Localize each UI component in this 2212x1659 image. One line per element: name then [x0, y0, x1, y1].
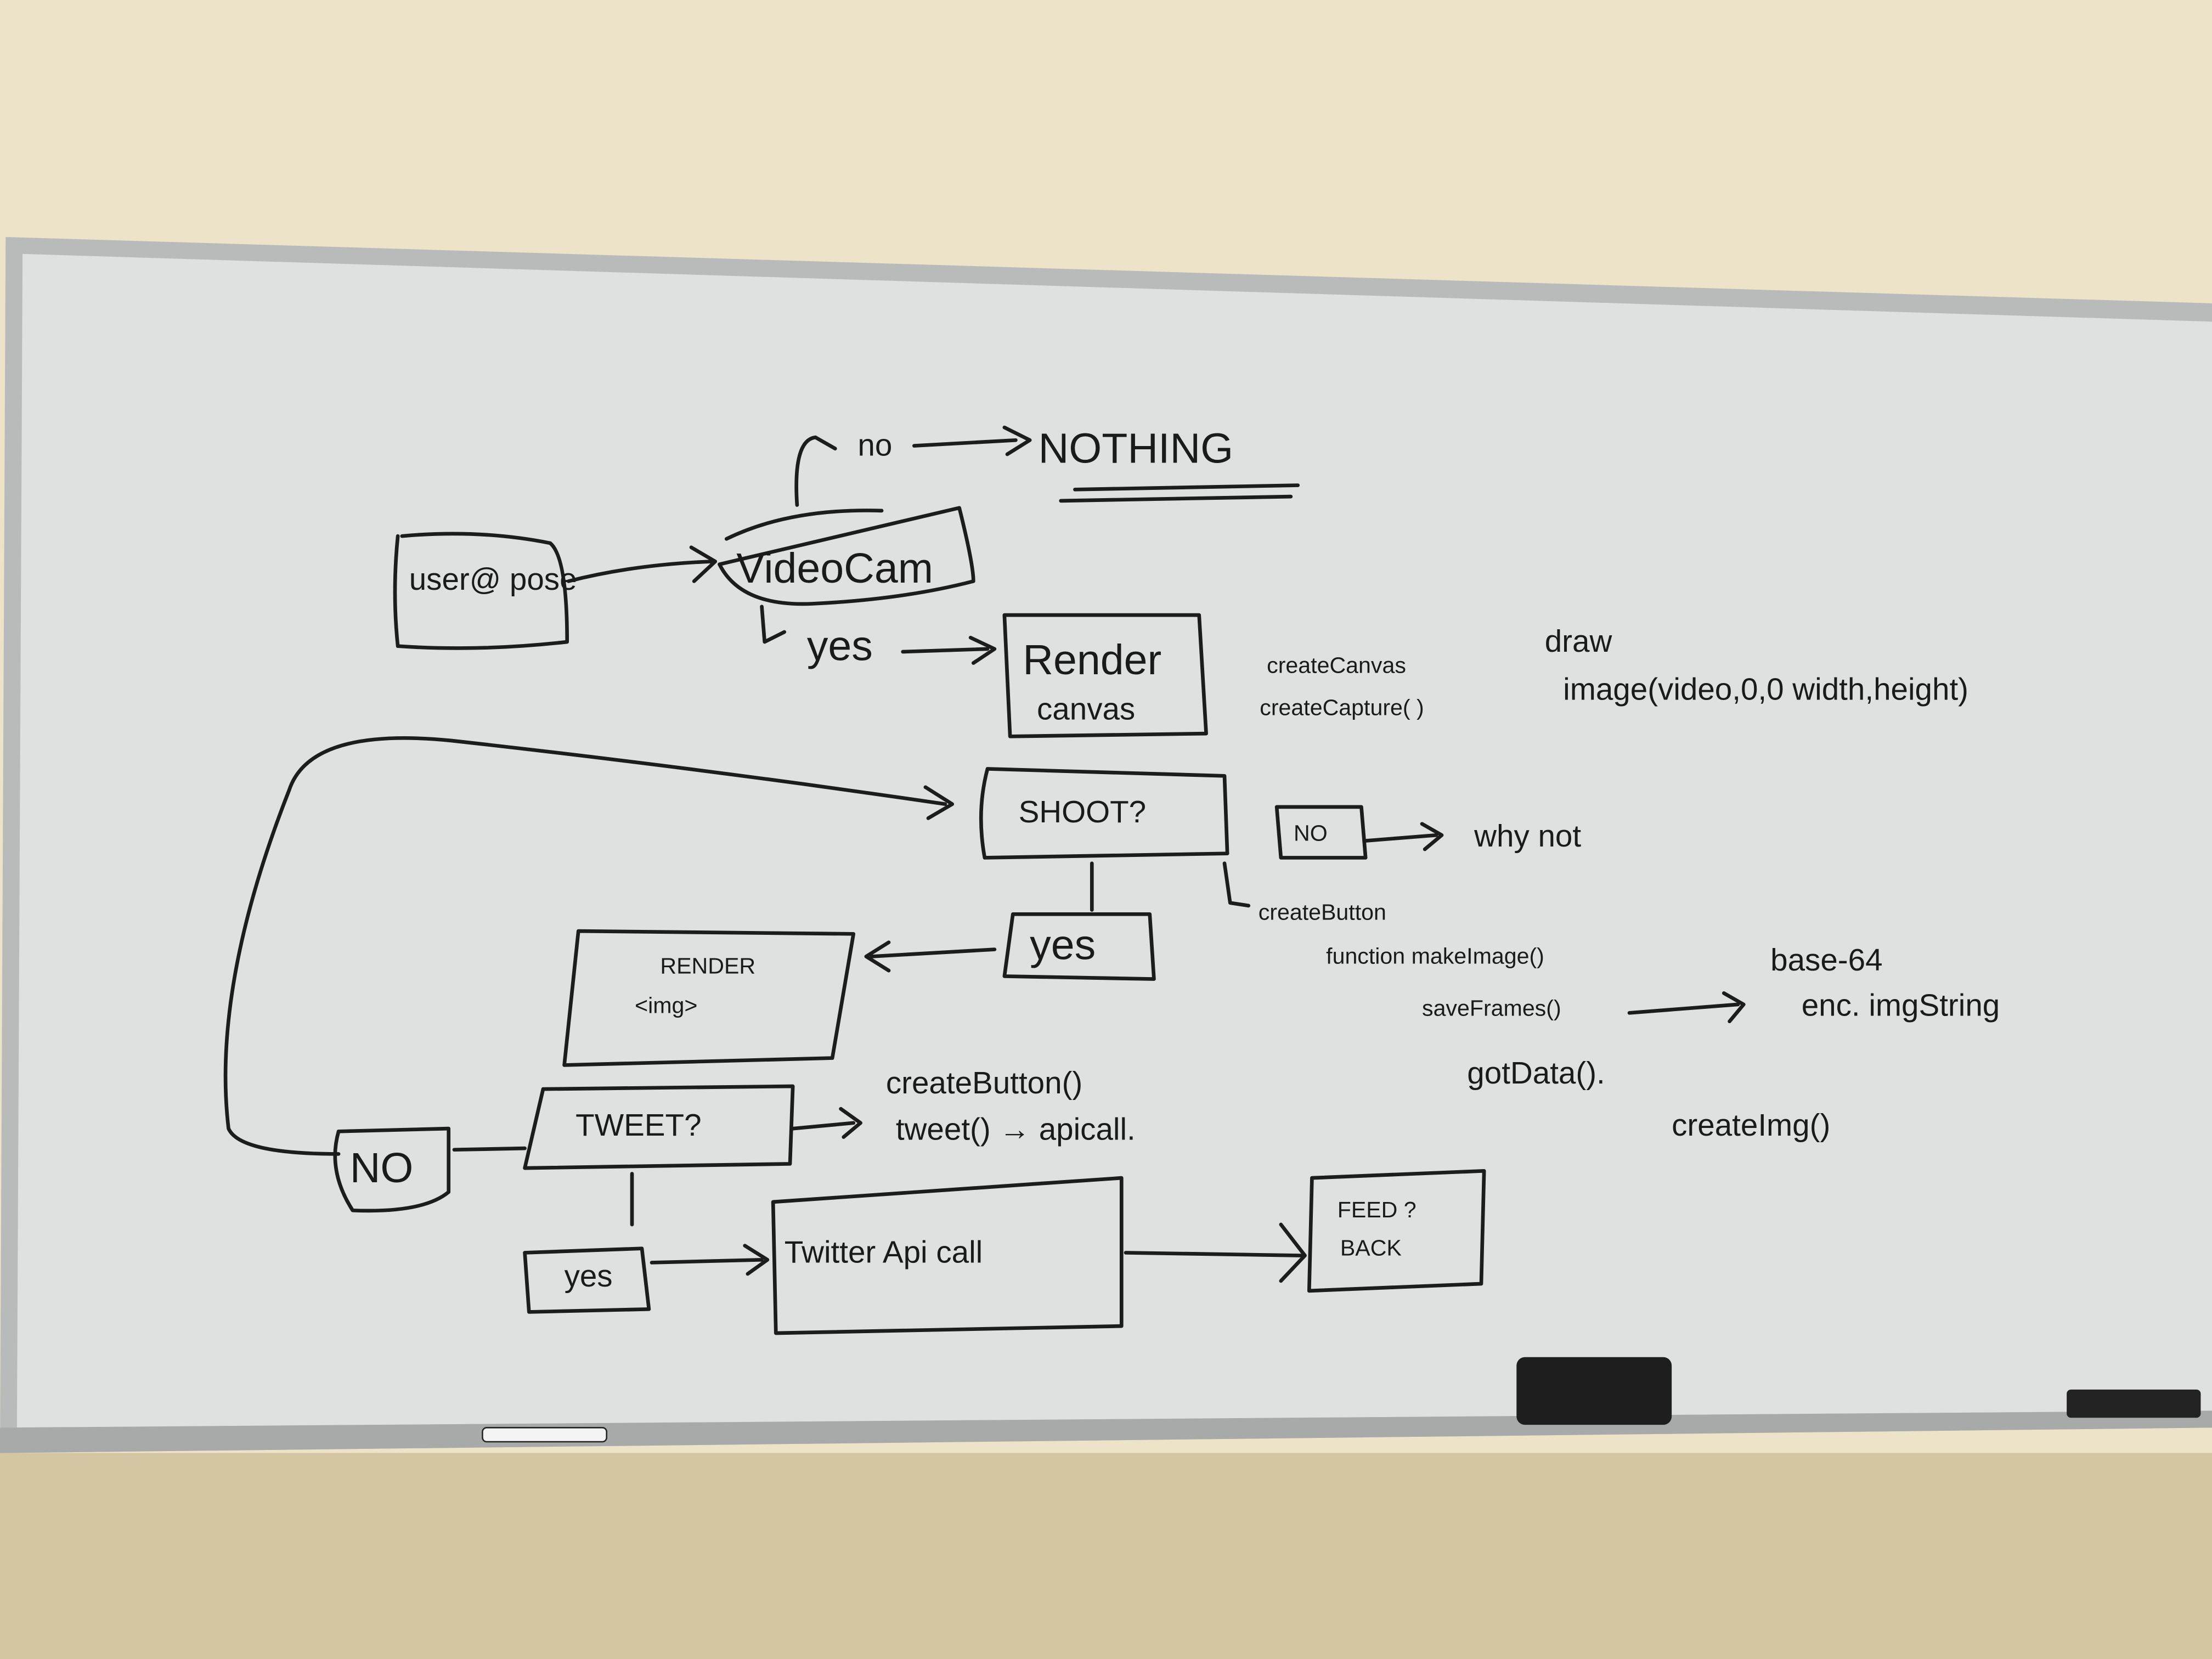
node-no-tweet-label: NO [350, 1144, 414, 1192]
node-yes-shoot: yes [1002, 912, 1156, 981]
arrow-save-frames-to-base64 [1627, 991, 1746, 1024]
node-yes-tweet: yes [523, 1246, 651, 1314]
note-draw: draw [1545, 624, 1612, 658]
node-twitter-api-label: Twitter Api call [785, 1234, 983, 1269]
wall-lower [0, 1453, 2212, 1659]
node-videocam: VideoCam [718, 506, 975, 606]
edge-shoot-to-create-button [1222, 861, 1251, 908]
arrow-tweet-to-create-button [791, 1107, 862, 1139]
node-render-img: RENDER <img> [562, 929, 856, 1067]
node-yes-shoot-label: yes [1030, 922, 1096, 969]
arrow-yes-to-render [901, 635, 997, 665]
note-create-canvas: createCanvas [1267, 653, 1406, 678]
note-create-img: createImg() [1672, 1108, 1830, 1142]
note-save-frames: saveFrames() [1422, 995, 1561, 1020]
node-shoot-label: SHOOT? [1019, 794, 1147, 829]
node-img-tag-label: <img> [635, 992, 697, 1018]
arrow-twitter-to-feedback [1124, 1222, 1307, 1283]
node-nothing-label: NOTHING [1039, 425, 1234, 472]
node-user-pose: user@ pose [393, 532, 577, 650]
nothing-underline [1059, 483, 1300, 503]
node-back-label: BACK [1340, 1235, 1402, 1261]
node-no-tweet: NO [333, 1126, 451, 1213]
note-tweet-apicall: tweet() → apicall. [896, 1112, 1136, 1147]
node-shoot: SHOOT? [979, 767, 1229, 860]
node-feed-label: FEED ? [1338, 1197, 1417, 1222]
node-user-pose-label: user@ pose [409, 562, 577, 596]
node-videocam-label: VideoCam [736, 545, 933, 592]
node-twitter-api-call: Twitter Api call [771, 1176, 1124, 1335]
note-why-not: why not [1474, 819, 1581, 853]
node-render-canvas: Render canvas [1002, 613, 1208, 738]
note-function-make-image: function makeImage() [1326, 943, 1544, 968]
note-create-capture: createCapture( ) [1260, 695, 1424, 720]
note-image-call: image(video,0,0 width,height) [1563, 672, 1968, 706]
node-tweet: TWEET? [523, 1084, 795, 1170]
arrow-yes-to-render-img [864, 940, 997, 973]
note-base64: base-64 [1770, 943, 1882, 977]
note-enc-img-string: enc. imgString [1802, 988, 2000, 1022]
whiteboard-surface [16, 253, 2212, 1428]
note-create-button: createButton [1259, 900, 1386, 925]
node-render-label: Render [1023, 636, 1161, 684]
marker [482, 1427, 607, 1443]
arrow-no-to-nothing [912, 425, 1032, 456]
tape-dispenser [1516, 1357, 1672, 1425]
node-no-shoot-label: NO [1294, 821, 1328, 846]
arrow-no-loop-to-shoot [223, 736, 955, 1156]
node-yes-tweet-label: yes [565, 1259, 613, 1293]
eraser [2067, 1389, 2201, 1418]
edge-yes-bracket [760, 605, 787, 644]
node-no-shoot: NO [1274, 805, 1368, 860]
arrow-no-to-why-not [1363, 822, 1444, 851]
edge-yes-label: yes [807, 622, 873, 669]
node-feedback: FEED ? BACK [1307, 1169, 1486, 1293]
node-tweet-label: TWEET? [575, 1108, 701, 1142]
node-render-img-label: RENDER [660, 953, 755, 978]
arrow-user-to-videocam [566, 545, 718, 583]
note-create-button-call: createButton() [886, 1065, 1082, 1100]
edge-no-bracket [794, 435, 837, 507]
edge-no-label: no [857, 428, 892, 462]
note-got-data: gotData(). [1467, 1056, 1605, 1090]
arrow-yes-to-twitter-api [650, 1244, 770, 1276]
node-canvas-label: canvas [1037, 691, 1135, 726]
edge-tweet-to-no [452, 1146, 527, 1152]
